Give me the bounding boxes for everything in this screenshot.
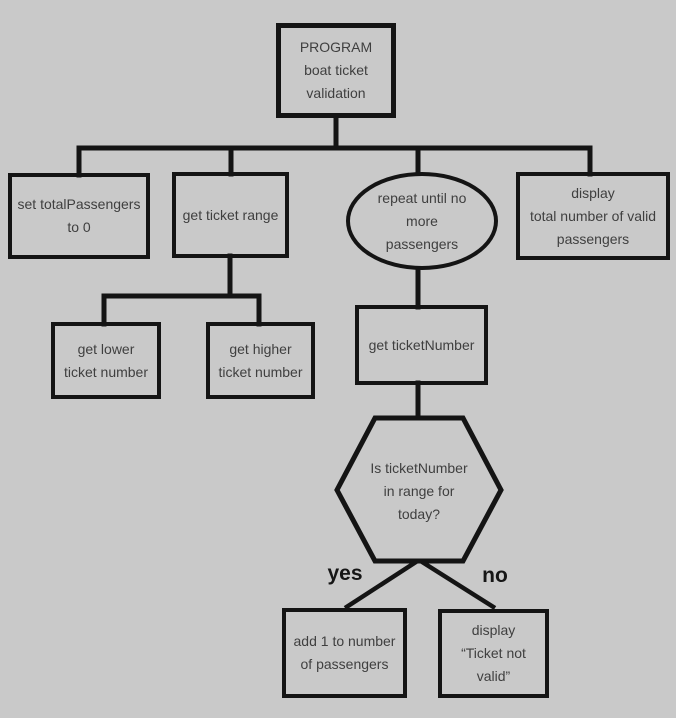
node-get-ticket-range-label: get ticket range <box>182 206 279 223</box>
edge-label-yes: yes <box>327 562 363 585</box>
node-display-total-label: display total number of valid passengers <box>529 184 657 247</box>
edge-program-children <box>76 113 593 179</box>
node-get-ticket-number-label: get ticketNumber <box>368 336 475 353</box>
edge-getrange-children <box>101 253 262 327</box>
repeat-loop-ellipse <box>346 172 498 270</box>
node-repeat-loop: repeat until no more passengers <box>350 179 494 263</box>
node-repeat-loop-label: repeat until no more passengers <box>377 189 467 252</box>
node-get-lower-label: get lower ticket number <box>63 340 149 380</box>
node-display-total: display total number of valid passengers <box>516 172 670 260</box>
node-decision-label: Is ticketNumber in range for today? <box>370 459 468 522</box>
node-get-ticket-range: get ticket range <box>172 172 289 258</box>
node-get-higher-label: get higher ticket number <box>218 340 303 380</box>
node-program-label: PROGRAM boat ticket validation <box>299 39 373 101</box>
edge-label-no: no <box>482 564 508 587</box>
node-display-invalid: display “Ticket not valid” <box>438 609 549 698</box>
node-add-one-label: add 1 to number of passengers <box>293 633 396 672</box>
decision-hexagon <box>334 415 504 564</box>
node-set-total-passengers: set totalPassengers to 0 <box>8 173 150 259</box>
node-get-lower: get lower ticket number <box>51 322 161 399</box>
node-get-higher: get higher ticket number <box>206 322 315 399</box>
node-display-invalid-label: display “Ticket not valid” <box>461 622 526 684</box>
node-add-one: add 1 to number of passengers <box>282 608 407 698</box>
node-program: PROGRAM boat ticket validation <box>276 23 396 118</box>
node-decision: Is ticketNumber in range for today? <box>352 454 486 528</box>
node-get-ticket-number: get ticketNumber <box>355 305 488 385</box>
node-set-total-passengers-label: set totalPassengers to 0 <box>17 196 141 235</box>
